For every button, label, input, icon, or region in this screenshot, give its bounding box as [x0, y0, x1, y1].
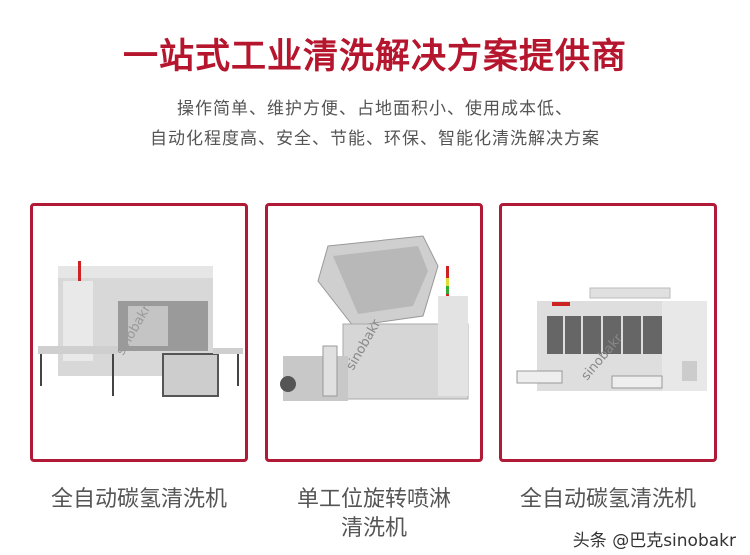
- source-watermark: 头条 @巴克sinobakr: [572, 531, 736, 551]
- subtitle-line-2: 自动化程度高、安全、节能、环保、智能化清洗解决方案: [150, 129, 600, 149]
- product-card-3[interactable]: sinobakr: [499, 203, 717, 462]
- product-caption-1: 全自动碳氢清洗机: [50, 487, 227, 512]
- product-caption-2-line-1: 单工位旋转喷淋: [296, 487, 451, 512]
- product-caption-2-line-2: 清洗机: [340, 516, 407, 541]
- product-card-1[interactable]: sinobakr: [30, 203, 248, 462]
- subtitle-line-1: 操作简单、维护方便、占地面积小、使用成本低、: [177, 99, 573, 119]
- machine-image-2: sinobakr: [280, 235, 469, 401]
- product-card-2[interactable]: sinobakr: [265, 203, 483, 462]
- machine-image-3: sinobakr: [516, 287, 707, 391]
- machine-image-1: sinobakr: [38, 261, 243, 397]
- page-title: 一站式工业清洗解决方案提供商: [122, 37, 627, 77]
- product-caption-3: 全自动碳氢清洗机: [519, 487, 696, 512]
